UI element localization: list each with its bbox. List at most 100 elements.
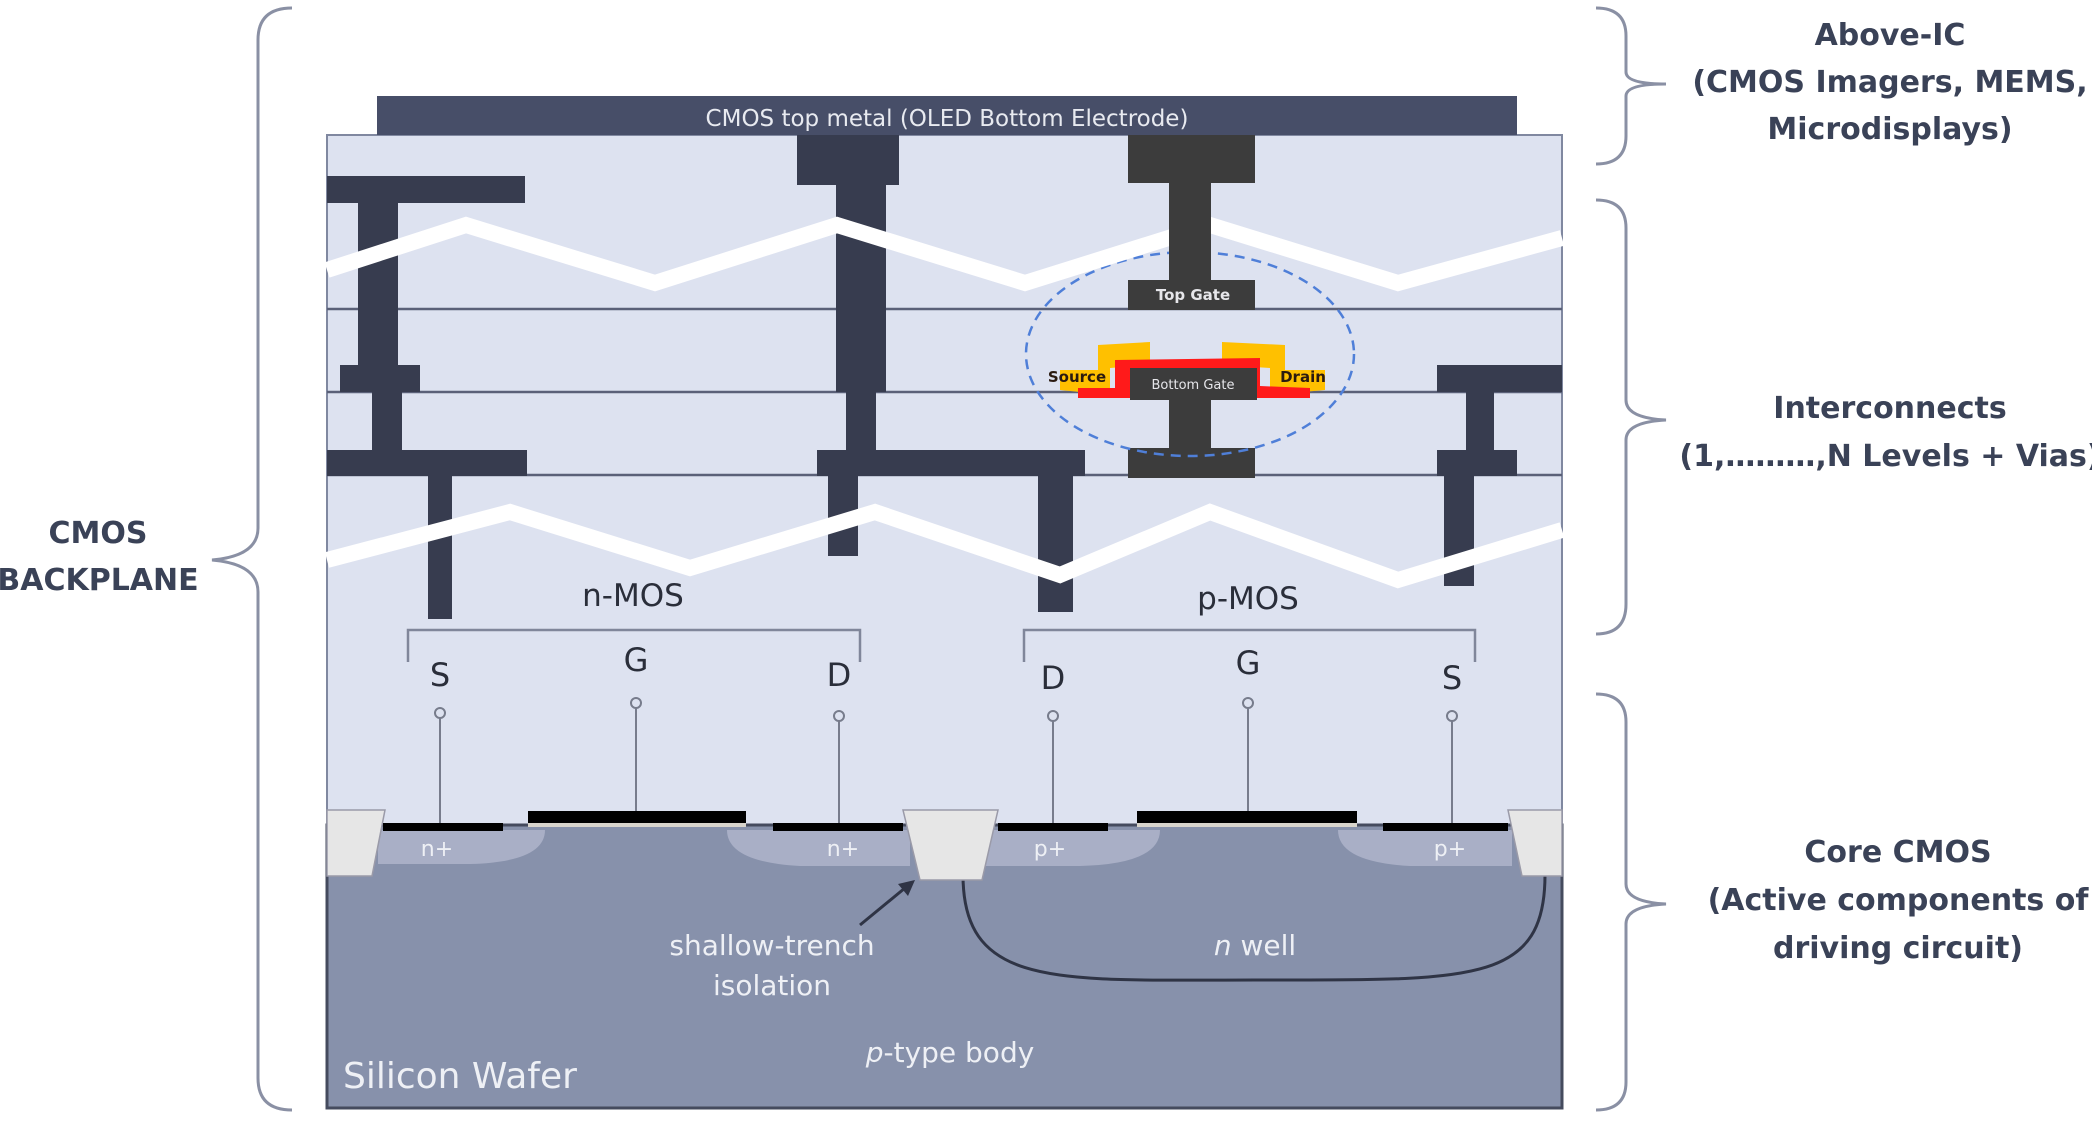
pin-head-icon [1446, 710, 1458, 722]
nmos-gate [528, 811, 746, 823]
p-body-label: p-type body [865, 1036, 1035, 1069]
pin-head-icon [630, 697, 642, 709]
interconnects-line2: (1,………,N Levels + Vias) [1679, 439, 2092, 474]
nmos-label: n-MOS [582, 578, 684, 614]
sti-arrow-head-icon [898, 880, 915, 896]
sti-right [1507, 809, 1563, 877]
metal-line [340, 365, 420, 392]
metal-interconnects [327, 135, 1562, 619]
transistor-brackets [406, 628, 1477, 662]
pmos-drain-diffusion-label: p+ [1034, 837, 1066, 862]
nmos-source-diffusion [378, 830, 545, 864]
p-body-italic: p [865, 1036, 884, 1069]
sti-label-line1: shallow-trench [669, 929, 874, 962]
pmos-source-diffusion [1338, 830, 1512, 866]
tft-top-gate [1128, 280, 1255, 310]
silicon-wafer-label: Silicon Wafer [343, 1056, 577, 1097]
upper-break-line [324, 216, 1565, 292]
nmos-source-diffusion-label: n+ [421, 837, 453, 862]
via [836, 185, 886, 392]
side-braces [211, 6, 1667, 1112]
sti-label-line2: isolation [713, 969, 831, 1002]
terminal-pins [434, 697, 1458, 823]
via [358, 203, 398, 365]
nmos-drain-contact [773, 823, 903, 831]
sti-blocks [326, 809, 1563, 881]
backplane-label-line1: CMOS [49, 516, 148, 551]
via [846, 392, 876, 452]
above-ic-line2: (CMOS Imagers, MEMS, [1692, 65, 2087, 100]
n-well-label: n well [1214, 929, 1296, 962]
via [428, 476, 452, 619]
diffusion-regions [378, 830, 1512, 866]
nmos-terminal-d: D [827, 656, 852, 694]
tft-bottom-gate [1130, 368, 1257, 400]
pmos-terminal-g: G [1236, 644, 1261, 682]
tft-device [1060, 342, 1325, 400]
metal-line [1437, 450, 1517, 476]
tft-via-overlay [1169, 215, 1211, 281]
sti-left [326, 809, 386, 877]
pin-head-icon [833, 710, 845, 722]
via [372, 392, 402, 450]
via [1038, 476, 1073, 612]
top-metal-label: CMOS top metal (OLED Bottom Electrode) [706, 106, 1189, 132]
tft-drain-label: Drain [1280, 368, 1326, 386]
tft-drain-contact [1222, 342, 1325, 395]
tft-source-label: Source [1048, 368, 1106, 386]
pin-head-icon [1047, 710, 1059, 722]
pmos-source-contact [1383, 823, 1508, 831]
pmos-label: p-MOS [1197, 581, 1299, 617]
nmos-terminal-g: G [624, 641, 649, 679]
pmos-gate [1137, 811, 1357, 823]
tft-source-contact [1060, 342, 1150, 395]
core-cmos-brace [1595, 692, 1667, 1112]
pmos-source-diffusion-label: p+ [1434, 837, 1466, 862]
pmos-terminal-d: D [1041, 659, 1066, 697]
via [1466, 392, 1494, 450]
sti-arrow-shaft [859, 886, 906, 927]
pmos-drain-diffusion [985, 830, 1160, 866]
tft-bottom-via [1169, 398, 1211, 450]
tft-bottom-gate-label: Bottom Gate [1152, 378, 1235, 393]
cmos-top-metal [377, 96, 1517, 135]
pmos-terminal-s: S [1442, 659, 1462, 697]
pmos-drain-contact [998, 823, 1108, 831]
nmos-gate-oxide [528, 823, 746, 827]
metal-line [797, 135, 899, 185]
nmos-drain-diffusion [727, 830, 910, 866]
pin-head-icon [1242, 697, 1254, 709]
core-cmos-line1: Core CMOS [1804, 835, 1991, 870]
metal-line [1437, 365, 1562, 392]
nmos-drain-diffusion-label: n+ [827, 837, 859, 862]
pmos-gate-oxide [1137, 823, 1357, 827]
break-lines [324, 216, 1565, 589]
interconnects-line1: Interconnects [1773, 391, 2006, 426]
n-well [961, 874, 1547, 982]
sti-center [902, 809, 999, 881]
interconnect-brace [1595, 198, 1667, 636]
nmos-source-contact [383, 823, 503, 831]
tft-bottom-pad [1128, 448, 1255, 478]
backplane-label-line2: BACKPLANE [0, 563, 199, 598]
above-ic-line3: Microdisplays) [1767, 112, 2012, 147]
tft-top-gate-label: Top Gate [1156, 286, 1230, 304]
pmos-bracket [1022, 628, 1477, 662]
above-ic-brace [1595, 6, 1667, 166]
tft-top-pad [1128, 135, 1255, 183]
nmos-terminal-s: S [430, 656, 450, 694]
nmos-bracket [406, 628, 862, 662]
metal-line [327, 450, 527, 476]
backplane-brace [211, 6, 293, 1112]
above-ic-line1: Above-IC [1815, 18, 1966, 53]
core-cmos-line2: (Active components of [1708, 883, 2090, 918]
n-well-italic: n [1214, 929, 1232, 962]
core-cmos-line3: driving circuit) [1773, 931, 2023, 966]
metal-line [327, 176, 525, 203]
pin-head-icon [434, 707, 446, 719]
p-body-rest: -type body [883, 1036, 1034, 1069]
n-well-rest: well [1232, 929, 1297, 962]
metal-line [817, 450, 1085, 476]
